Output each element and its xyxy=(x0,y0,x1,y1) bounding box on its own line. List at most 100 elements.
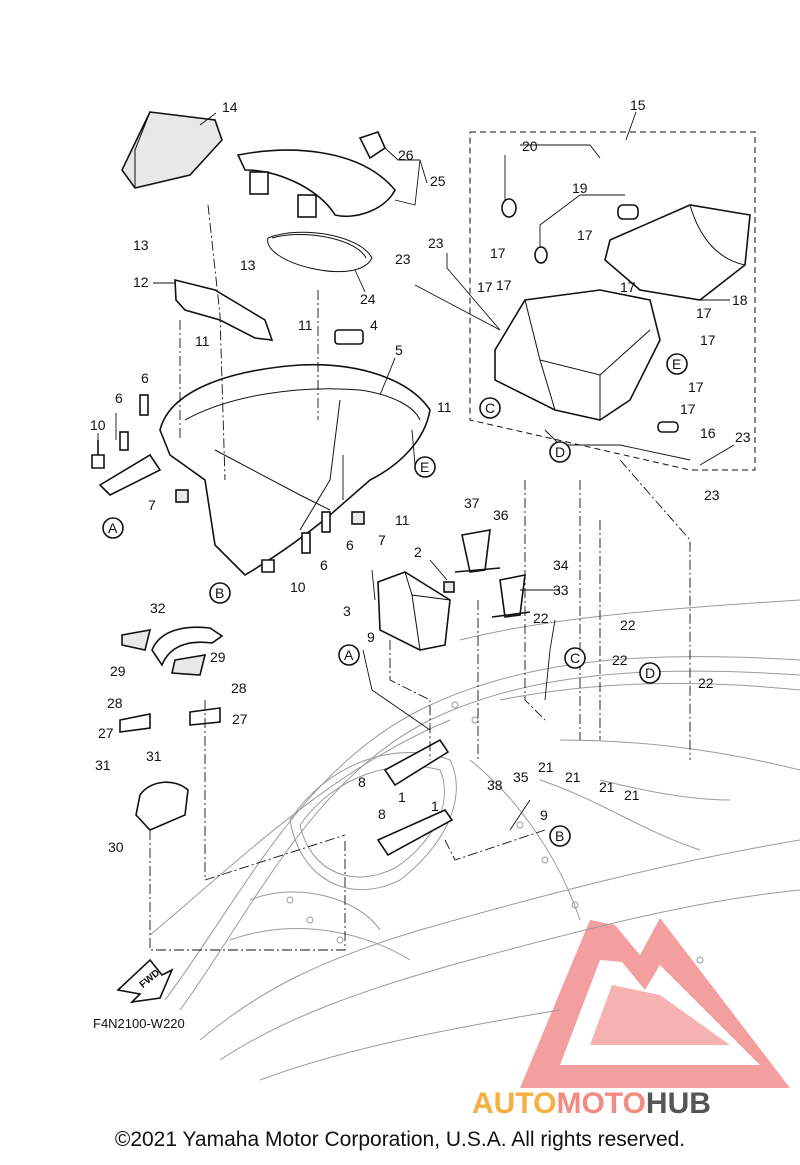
part-7-clip-a xyxy=(175,489,189,503)
callout-11-c: 11 xyxy=(437,399,452,415)
callout-4: 4 xyxy=(370,317,378,333)
callout-23-d: 23 xyxy=(704,487,720,503)
ref-marker-c: C xyxy=(485,400,495,416)
callout-25: 25 xyxy=(430,173,446,189)
callout-6-d: 6 xyxy=(320,557,328,573)
part-6-pad-c xyxy=(321,511,331,533)
callout-21-a: 21 xyxy=(538,759,554,775)
callout-17-b: 17 xyxy=(577,227,593,243)
watermark-moto: MOTO xyxy=(556,1087,645,1120)
callout-17-d: 17 xyxy=(620,279,636,295)
callout-20: 20 xyxy=(522,138,538,154)
part-30-case xyxy=(135,781,189,831)
callout-10-b: 10 xyxy=(290,579,306,595)
callout-16: 16 xyxy=(700,425,716,441)
part-33-boot xyxy=(491,573,531,618)
ref-marker-a: A xyxy=(108,520,118,536)
callout-11-b: 11 xyxy=(195,333,210,349)
part-24-gasket xyxy=(267,231,373,273)
part-10-bolt-b xyxy=(261,559,275,573)
callout-24: 24 xyxy=(360,291,376,307)
callout-15: 15 xyxy=(630,97,646,113)
callout-29-a: 29 xyxy=(110,663,126,679)
callout-6-a: 6 xyxy=(141,370,149,386)
ref-marker-d: D xyxy=(555,444,565,460)
callout-21-d: 21 xyxy=(624,787,640,803)
drawing-code: F4N2100-W220 xyxy=(93,1016,185,1031)
part-32-strap xyxy=(151,626,224,667)
callout-12: 12 xyxy=(133,274,149,290)
part-16-pin xyxy=(657,421,679,433)
callout-38: 38 xyxy=(487,777,503,793)
ref-marker-e: E xyxy=(672,356,681,372)
part-12-bracket xyxy=(174,278,274,341)
part-8-plate-b xyxy=(376,808,454,857)
callout-22-a: 22 xyxy=(533,610,549,626)
part-19-fitting xyxy=(617,204,639,220)
callout-13-a: 13 xyxy=(133,237,149,253)
copyright-notice: ©2021 Yamaha Motor Corporation, U.S.A. A… xyxy=(114,1128,686,1151)
assembly-15-box xyxy=(469,131,756,471)
callout-17-e: 17 xyxy=(696,305,712,321)
part-6-pad-d xyxy=(301,532,311,554)
callout-17-g: 17 xyxy=(688,379,704,395)
callout-32: 32 xyxy=(150,600,166,616)
ref-marker-b: B xyxy=(215,585,224,601)
callout-37: 37 xyxy=(464,495,480,511)
part-20-grommet xyxy=(501,198,517,218)
callout-17-i: 17 xyxy=(496,277,512,293)
part-25-upper-cover xyxy=(236,149,396,217)
leader-lines xyxy=(97,111,735,951)
part-6-pad-a xyxy=(139,394,149,416)
part-7-clip-b xyxy=(351,511,365,525)
watermark-auto: AUTO xyxy=(472,1087,556,1120)
fwd-arrow: FWD xyxy=(116,958,174,1004)
part-14-cover xyxy=(121,111,223,189)
callout-28-a: 28 xyxy=(107,695,123,711)
callout-10-a: 10 xyxy=(90,417,106,433)
callout-9-a: 9 xyxy=(367,629,375,645)
callout-13-b: 13 xyxy=(240,257,256,273)
part-26-clip xyxy=(358,131,387,160)
callout-18: 18 xyxy=(732,292,748,308)
part-27-bracket-a xyxy=(119,713,151,733)
callout-17-c: 17 xyxy=(477,279,493,295)
callout-33: 33 xyxy=(553,582,569,598)
callout-6-b: 6 xyxy=(115,390,123,406)
callout-17-h: 17 xyxy=(680,401,696,417)
ref-marker-c2: C xyxy=(570,650,580,666)
callout-8-b: 8 xyxy=(378,806,386,822)
ref-marker-d2: D xyxy=(645,665,655,681)
ref-marker-b2: B xyxy=(555,828,564,844)
callout-22-d: 22 xyxy=(698,675,714,691)
callout-19: 19 xyxy=(572,180,588,196)
callout-labels: 14 15 20 26 25 19 13 13 12 24 23 23 17 1… xyxy=(90,97,751,855)
callout-26: 26 xyxy=(398,147,414,163)
callout-27-a: 27 xyxy=(98,725,114,741)
ref-marker-a2: A xyxy=(344,647,354,663)
watermark-logo xyxy=(520,918,790,1088)
callout-30: 30 xyxy=(108,839,124,855)
callout-22-c: 22 xyxy=(612,652,628,668)
callout-31-b: 31 xyxy=(146,748,162,764)
callout-5: 5 xyxy=(395,342,403,358)
callout-3: 3 xyxy=(343,603,351,619)
part-18-tray xyxy=(604,204,751,301)
part-15-bracket-body xyxy=(494,289,661,421)
watermark-hub: HUB xyxy=(646,1087,711,1120)
callout-23-b: 23 xyxy=(395,251,411,267)
callout-8-a: 8 xyxy=(358,774,366,790)
callout-7-b: 7 xyxy=(378,532,386,548)
callout-21-c: 21 xyxy=(599,779,615,795)
callout-36: 36 xyxy=(493,507,509,523)
part-36-boot xyxy=(454,529,501,573)
callout-17-f: 17 xyxy=(700,332,716,348)
callout-14: 14 xyxy=(222,99,238,115)
callout-29-b: 29 xyxy=(210,649,226,665)
callout-11-d: 11 xyxy=(395,512,410,528)
callout-6-c: 6 xyxy=(346,537,354,553)
part-2-clip xyxy=(443,581,455,593)
callout-23-c: 23 xyxy=(735,429,751,445)
callout-7-a: 7 xyxy=(148,497,156,513)
